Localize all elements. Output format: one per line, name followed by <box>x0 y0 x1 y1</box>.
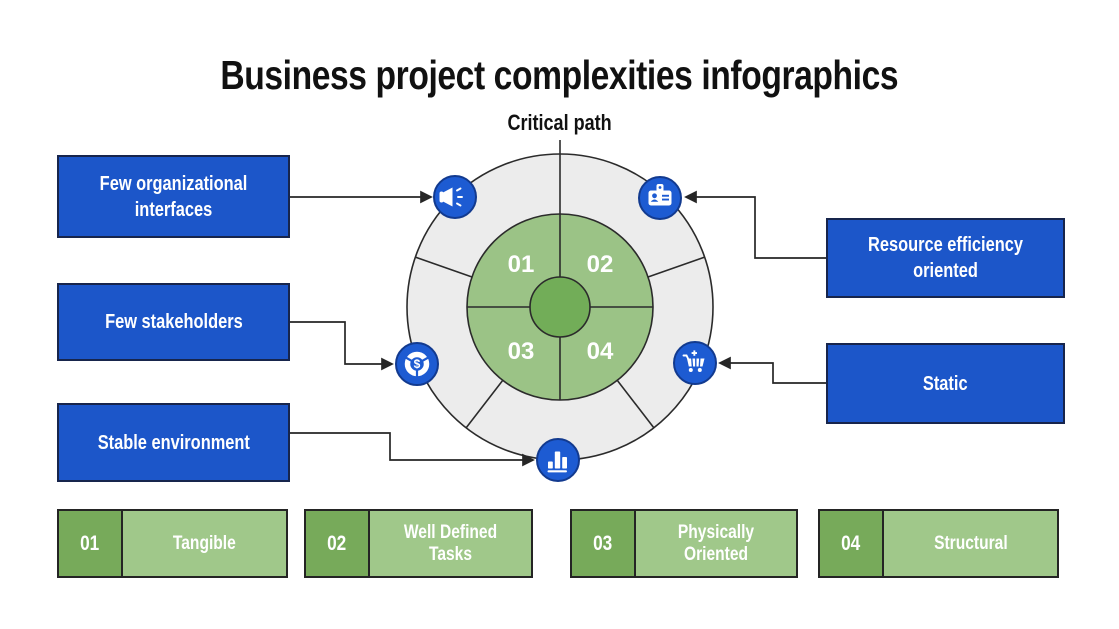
center-hub-circle <box>529 276 591 338</box>
legend-label: Physically Oriented <box>636 511 796 576</box>
id-badge-icon <box>638 176 682 220</box>
diagram-subtitle-text: Critical path <box>507 110 612 135</box>
legend-number: 03 <box>572 511 636 576</box>
callout-label: Few organizational interfaces <box>99 172 248 221</box>
connector-few-stakeholders <box>290 321 394 371</box>
quadrant-number-03: 03 <box>508 338 535 365</box>
callout-few-stakeholders: Few stakeholders <box>57 283 290 361</box>
callout-static: Static <box>826 343 1065 424</box>
shopping-cart-icon <box>673 341 717 385</box>
page-title-text: Business project complexities infographi… <box>220 52 899 98</box>
diagram-subtitle: Critical path <box>0 110 1119 136</box>
callout-few-organizational-interfaces: Few organizational interfaces <box>57 155 290 238</box>
connector-static <box>718 356 826 384</box>
callout-label: Resource efficiency oriented <box>868 234 1023 282</box>
ring-dividers <box>414 140 706 429</box>
legend-item-physically-oriented: 03 Physically Oriented <box>570 509 798 578</box>
callout-label: Stable environment <box>97 431 250 454</box>
bar-chart-icon <box>536 438 580 482</box>
connectors <box>290 190 826 467</box>
legend-number: 04 <box>820 511 884 576</box>
megaphone-icon <box>433 175 477 219</box>
legend-item-tangible: 01 Tangible <box>57 509 288 578</box>
connector-stable-environment <box>290 432 535 467</box>
legend-number: 02 <box>306 511 370 576</box>
quadrant-number-01: 01 <box>508 251 535 278</box>
legend-item-structural: 04 Structural <box>818 509 1059 578</box>
callout-resource-efficiency-oriented: Resource efficiency oriented <box>826 218 1065 298</box>
callout-stable-environment: Stable environment <box>57 403 290 482</box>
legend-label: Well Defined Tasks <box>370 511 531 576</box>
svg-text:$: $ <box>414 357 421 371</box>
callout-label: Static <box>923 372 968 395</box>
legend-item-well-defined-tasks: 02 Well Defined Tasks <box>304 509 533 578</box>
legend-label: Tangible <box>123 511 286 576</box>
page-title: Business project complexities infographi… <box>0 52 1119 99</box>
connector-resource-efficiency <box>684 190 826 259</box>
quadrant-number-04: 04 <box>587 338 614 365</box>
callout-label: Few stakeholders <box>104 311 243 333</box>
legend-label: Structural <box>884 511 1057 576</box>
funds-icon: $ <box>395 342 439 386</box>
quadrant-number-02: 02 <box>587 251 614 278</box>
legend-number: 01 <box>59 511 123 576</box>
